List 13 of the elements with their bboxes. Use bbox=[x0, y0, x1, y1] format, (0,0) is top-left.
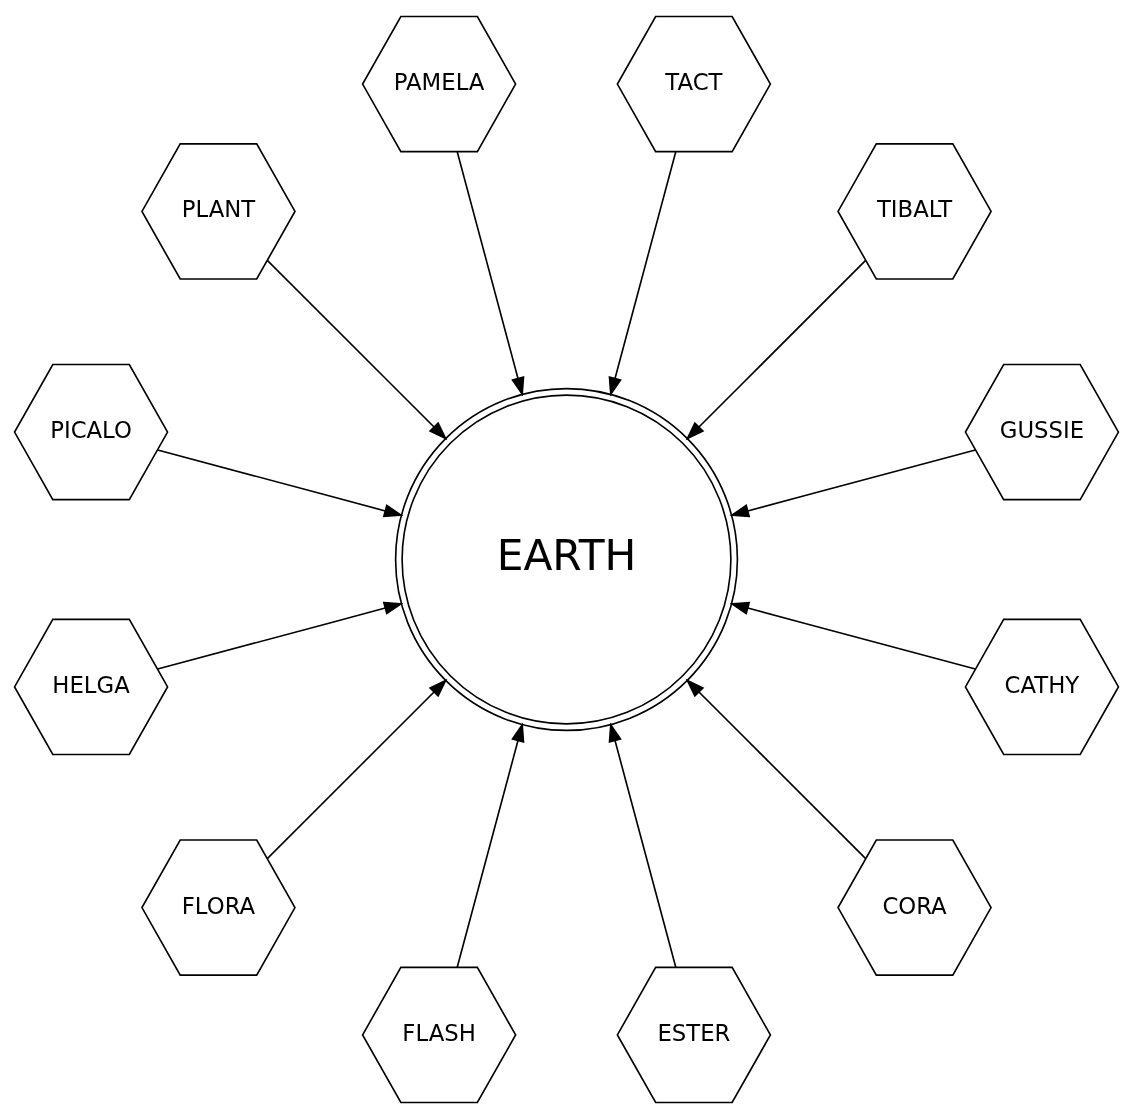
arrow bbox=[456, 150, 525, 397]
arrow bbox=[608, 150, 677, 397]
arrow bbox=[729, 601, 977, 670]
arrow bbox=[685, 259, 867, 440]
arrow bbox=[608, 721, 677, 968]
arrow bbox=[456, 721, 525, 968]
arrow bbox=[156, 448, 404, 517]
arrow bbox=[685, 678, 867, 859]
arrow bbox=[729, 448, 977, 517]
arrow bbox=[266, 678, 448, 859]
node-circle: EARTH bbox=[394, 387, 739, 731]
arrow bbox=[156, 601, 404, 670]
arrow bbox=[266, 259, 448, 440]
